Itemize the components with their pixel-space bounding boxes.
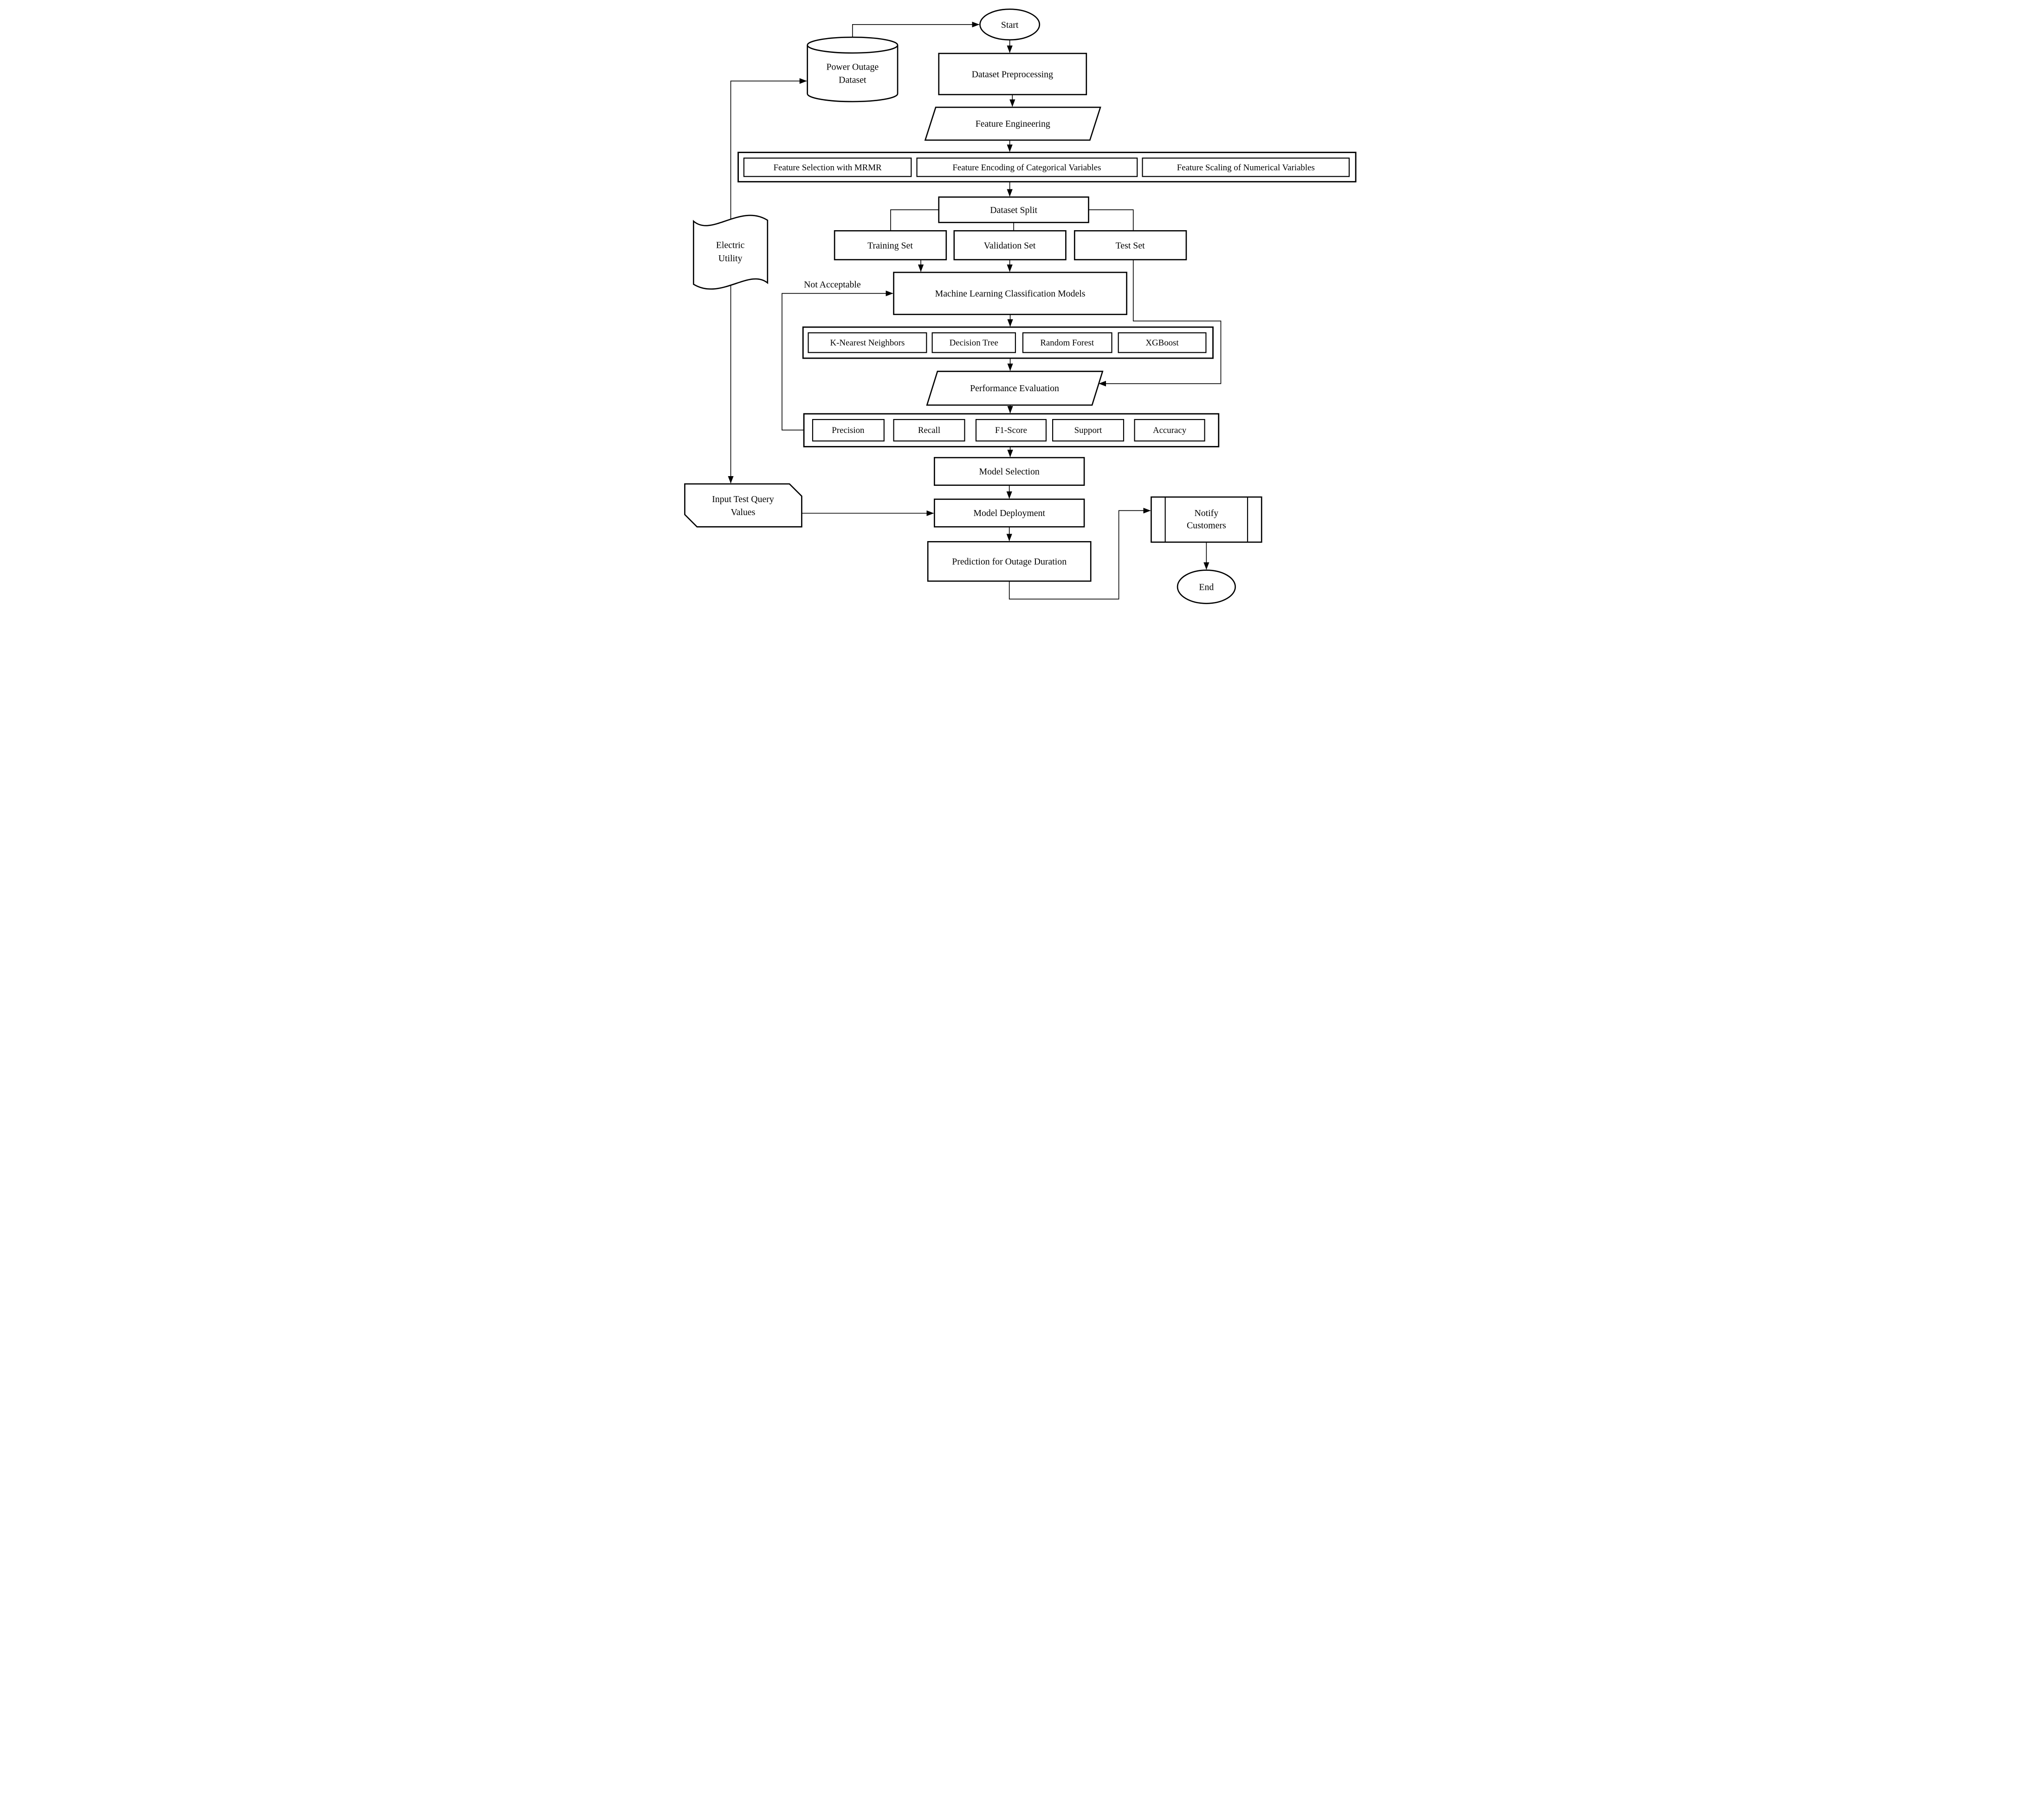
node-model-selection-label: Model Selection xyxy=(979,466,1040,477)
node-dataset-preprocessing: Dataset Preprocessing xyxy=(938,52,1087,96)
group-classifiers: K-Nearest Neighbors Decision Tree Random… xyxy=(802,326,1214,359)
node-f1-score: F1-Score xyxy=(975,419,1047,442)
node-dataset-preprocessing-label: Dataset Preprocessing xyxy=(972,69,1053,79)
node-electric-utility: Electric Utility xyxy=(692,214,769,290)
group-feature-operations: Feature Selection with MRMR Feature Enco… xyxy=(737,151,1357,183)
node-accuracy: Accuracy xyxy=(1134,419,1205,442)
edges xyxy=(728,21,1222,600)
node-notify-customers: Notify Customers xyxy=(1151,496,1262,543)
edge-split-to-test xyxy=(1088,209,1134,231)
not-acceptable-label: Not Acceptable xyxy=(804,279,861,290)
edge-test-set-to-evaluation xyxy=(1099,259,1222,387)
node-feature-scaling: Feature Scaling of Numerical Variables xyxy=(1142,157,1350,177)
node-validation-set-label: Validation Set xyxy=(984,240,1036,251)
node-feature-encoding: Feature Encoding of Categorical Variable… xyxy=(916,157,1138,177)
node-precision: Precision xyxy=(812,419,885,442)
group-metrics: Precision Recall F1-Score Support Accura… xyxy=(803,413,1220,447)
node-electric-utility-line2: Utility xyxy=(718,253,743,264)
node-feature-engineering: Feature Engineering xyxy=(924,106,1101,141)
node-model-selection: Model Selection xyxy=(933,457,1085,486)
node-power-outage-dataset-line1: Power Outage xyxy=(826,62,879,72)
node-end: End xyxy=(1177,569,1236,604)
node-ml-classification-models: Machine Learning Classification Models xyxy=(893,271,1127,315)
node-ml-classification-models-label: Machine Learning Classification Models xyxy=(935,289,1086,299)
node-performance-evaluation-label: Performance Evaluation xyxy=(970,383,1059,394)
node-input-test-query-line2: Values xyxy=(731,507,756,517)
node-support: Support xyxy=(1052,419,1125,442)
node-model-deployment-label: Model Deployment xyxy=(973,508,1045,518)
node-feature-scaling-label: Feature Scaling of Numerical Variables xyxy=(1177,163,1315,173)
node-dataset-split: Dataset Split xyxy=(938,196,1089,223)
node-feature-engineering-label: Feature Engineering xyxy=(976,119,1050,129)
node-training-set: Training Set xyxy=(834,230,947,260)
node-test-set: Test Set xyxy=(1073,230,1187,260)
node-notify-customers-line1: Notify xyxy=(1194,508,1218,518)
node-prediction-outage-duration: Prediction for Outage Duration xyxy=(927,541,1092,582)
node-performance-evaluation: Performance Evaluation xyxy=(926,370,1104,406)
node-validation-set: Validation Set xyxy=(953,230,1067,260)
node-support-label: Support xyxy=(1074,426,1102,435)
node-decision-tree: Decision Tree xyxy=(931,332,1016,353)
node-feature-encoding-label: Feature Encoding of Categorical Variable… xyxy=(952,163,1101,173)
node-test-set-label: Test Set xyxy=(1116,240,1145,251)
node-xgboost: XGBoost xyxy=(1118,332,1207,353)
node-start: Start xyxy=(979,8,1041,41)
node-f1-score-label: F1-Score xyxy=(995,426,1027,435)
node-power-outage-dataset-line2: Dataset xyxy=(839,75,867,85)
node-electric-utility-line1: Electric xyxy=(716,240,745,250)
edge-prediction-to-notify xyxy=(1009,508,1151,600)
node-notify-customers-line2: Customers xyxy=(1187,520,1226,530)
flowchart-canvas: Start Power Outage Dataset Dataset Prepr… xyxy=(679,0,1358,607)
node-start-label: Start xyxy=(1001,20,1019,30)
node-input-test-query-line1: Input Test Query xyxy=(712,494,774,504)
node-training-set-label: Training Set xyxy=(867,240,913,251)
edge-dataset-to-start xyxy=(852,21,980,38)
node-knn: K-Nearest Neighbors xyxy=(808,332,927,353)
node-precision-label: Precision xyxy=(832,426,865,435)
edge-not-acceptable-loop xyxy=(782,290,893,431)
node-model-deployment: Model Deployment xyxy=(933,498,1085,528)
node-accuracy-label: Accuracy xyxy=(1153,426,1187,435)
node-random-forest: Random Forest xyxy=(1022,332,1112,353)
flowchart-svg: Start Power Outage Dataset Dataset Prepr… xyxy=(684,8,1357,604)
edge-split-to-training xyxy=(890,209,939,231)
node-xgboost-label: XGBoost xyxy=(1145,338,1179,348)
edge-utility-to-dataset xyxy=(730,78,807,219)
node-end-label: End xyxy=(1199,582,1214,592)
node-recall-label: Recall xyxy=(918,426,940,435)
node-knn-label: K-Nearest Neighbors xyxy=(830,338,905,348)
node-feature-selection: Feature Selection with MRMR xyxy=(743,157,912,177)
node-random-forest-label: Random Forest xyxy=(1040,338,1094,348)
node-decision-tree-label: Decision Tree xyxy=(950,338,998,348)
node-prediction-outage-duration-label: Prediction for Outage Duration xyxy=(952,557,1067,567)
node-dataset-split-label: Dataset Split xyxy=(990,205,1037,215)
node-input-test-query-values: Input Test Query Values xyxy=(684,483,802,528)
node-power-outage-dataset: Power Outage Dataset xyxy=(807,36,899,103)
node-feature-selection-label: Feature Selection with MRMR xyxy=(773,163,882,173)
node-recall: Recall xyxy=(893,419,965,442)
